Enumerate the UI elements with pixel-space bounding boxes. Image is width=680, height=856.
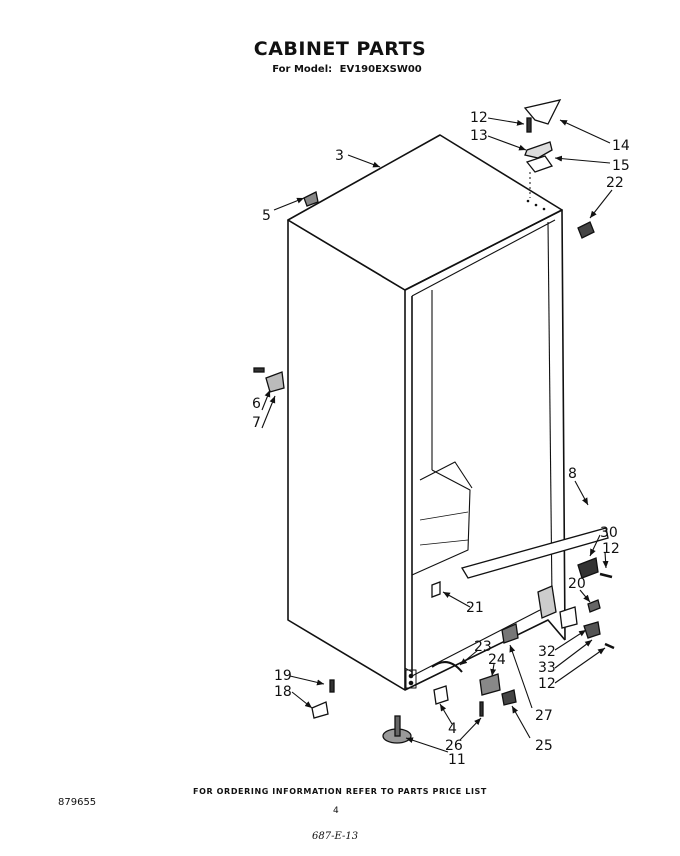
callout-3: 3 [335,148,344,164]
hinge-shim [525,155,554,173]
callout-32: 32 [538,644,556,660]
callout-12-top: 12 [470,110,488,126]
door-stop [577,221,595,239]
toe-grille-rail [461,527,609,579]
callout-30: 30 [600,525,618,541]
door-closer [431,581,441,598]
callout-11: 11 [448,752,466,768]
callout-12-bottom: 12 [538,676,556,692]
callout-27: 27 [535,708,553,724]
callout-8: 8 [568,466,577,482]
side-hinge-bracket [265,371,285,393]
callout-15: 15 [612,158,630,174]
callout-6: 6 [252,396,261,412]
hinge-pin-assembly [583,621,601,639]
lower-hinge-screw [599,572,613,579]
roller-block [433,685,449,705]
ordering-note: FOR ORDERING INFORMATION REFER TO PARTS … [193,787,487,796]
clip [501,689,517,706]
callout-24: 24 [488,652,506,668]
callout-20: 20 [568,576,586,592]
hinge-screw [526,117,532,133]
leveling-washer [587,599,601,613]
lower-hinge-bracket [577,557,599,579]
hinge-spacer [559,606,578,629]
document-number: 879655 [58,797,97,808]
cover-plate [501,623,519,644]
top-hinge-bracket [524,141,553,159]
callout-14: 14 [612,138,630,154]
small-bracket-screw [329,679,335,693]
page-number: 4 [333,806,339,816]
callout-23: 23 [474,639,492,655]
callout-5: 5 [262,208,271,224]
model-number: EV190EXSW00 [339,64,422,75]
callout-25: 25 [535,738,553,754]
leveling-leg-stem [394,715,401,737]
callout-4: 4 [448,721,457,737]
callout-21: 21 [466,600,484,616]
small-bracket [311,701,329,719]
model-line: For Model: EV190EXSW00 [0,64,680,75]
top-grommet [303,191,319,207]
callout-19: 19 [274,668,292,684]
wire-harness [431,661,463,673]
callout-22: 22 [606,175,624,191]
callout-26: 26 [445,738,463,754]
junction-box [479,673,501,696]
cabinet-side-frame [404,209,566,641]
callout-18: 18 [274,684,292,700]
cabinet-front-face [287,219,406,691]
lower-hinge-plate [537,585,557,619]
handwritten-note: 687-E-13 [312,831,359,842]
callout-7: 7 [252,415,261,431]
model-label: For Model: [272,64,333,75]
top-hinge-cover [523,99,562,125]
callout-13: 13 [470,128,488,144]
page-title: CABINET PARTS [253,38,427,60]
roller-screw [479,701,484,717]
side-screw [253,367,265,373]
callout-33: 33 [538,660,556,676]
callout-12-right: 12 [602,541,620,557]
